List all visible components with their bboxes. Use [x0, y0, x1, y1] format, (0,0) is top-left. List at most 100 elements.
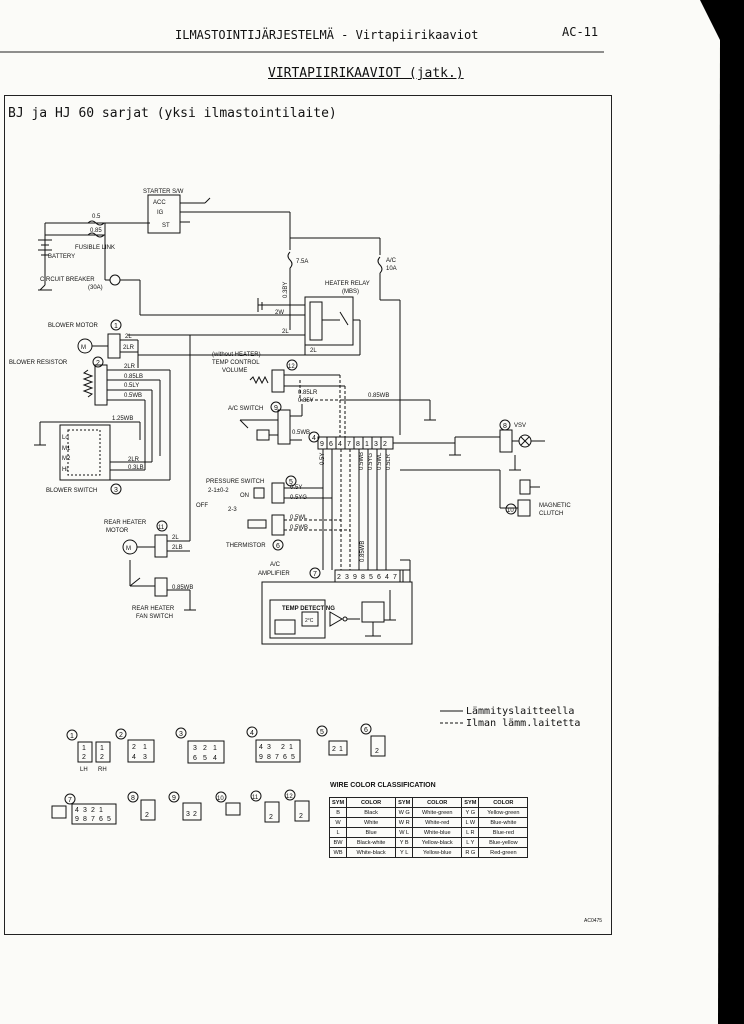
connector-pin: 7: [275, 754, 279, 761]
motor-symbol: M: [81, 345, 86, 351]
table-cell: W: [328, 817, 348, 828]
pin-number: 4: [385, 574, 389, 581]
starter-switch-label: STARTER S/W: [143, 189, 184, 195]
table-cell: Black-white: [346, 837, 397, 848]
table-cell: Y L: [395, 847, 414, 858]
wire-label: 2LR: [123, 345, 135, 351]
pin-number: 7: [393, 574, 397, 581]
chapter-title: ILMASTOINTIJÄRJESTELMÄ - Virtapiirikaavi…: [175, 28, 479, 42]
connector-pin: 9: [259, 754, 263, 761]
table-row: L Blue W L White-blue L R Blue-red: [328, 827, 529, 838]
switch-pos-label: Lo: [62, 435, 69, 441]
figure-code: AC0475: [584, 918, 602, 924]
wire-label: 2LR: [128, 457, 140, 463]
pin-number: 3: [374, 441, 378, 448]
connector-pin: 2: [281, 744, 285, 751]
connector-pin: 5: [203, 755, 207, 762]
rear-fan-switch-label: FAN SWITCH: [136, 614, 173, 620]
wire-label: 0.3LB: [128, 465, 144, 471]
connector-pin: 1: [213, 745, 217, 752]
table-header: COLOR: [478, 797, 529, 808]
pin-number: 7: [347, 441, 351, 448]
wire-label: 2LB: [172, 545, 183, 551]
table-row: B Black W G White-green Y G Yellow-green: [328, 807, 529, 818]
rear-heater-motor-label: REAR HEATER: [104, 520, 147, 526]
wire-label: 0.5Y: [320, 453, 326, 465]
wire-label: 2L: [125, 334, 132, 340]
wire-label: 0.5LR: [386, 453, 392, 470]
connector-pin: 5: [107, 816, 111, 823]
table-cell: L R: [461, 827, 480, 838]
circled-number: 12: [288, 364, 295, 370]
motor-symbol: M: [126, 546, 131, 552]
pressure-value-label: 2-1±0-2: [208, 488, 229, 494]
wire-label: 0.5YG: [290, 495, 307, 501]
pin-number: 5: [369, 574, 373, 581]
table-row: BW Black-white Y B Yellow-black L Y Blue…: [328, 837, 529, 848]
ac-amplifier-label: AMPLIFIER: [258, 571, 290, 577]
wire-label: 2L: [310, 348, 317, 354]
connector-pin: 2: [100, 754, 104, 761]
table-cell: Blue-white: [478, 817, 529, 828]
circled-number: 10: [217, 796, 224, 802]
pin-number: 4: [338, 441, 342, 448]
battery-label: BATTERY: [48, 254, 75, 260]
circled-number: 8: [503, 423, 507, 430]
wire-label: 0.5WL: [290, 515, 308, 521]
connector-pin: 8: [83, 816, 87, 823]
thermistor-label: THERMISTOR: [226, 543, 266, 549]
table-cell: Black: [346, 807, 397, 818]
pin-number: 8: [356, 441, 360, 448]
circled-number: 9: [274, 405, 278, 412]
table-header: SYM: [461, 797, 480, 808]
table-cell: Blue: [346, 827, 397, 838]
table-cell: W L: [395, 827, 414, 838]
connector-pin: 2: [82, 754, 86, 761]
wire-color-table: SYM COLOR SYM COLOR SYM COLOR B Black W …: [328, 797, 529, 858]
circled-number: 8: [131, 795, 135, 802]
pin-number: 6: [377, 574, 381, 581]
connector-pin: 3: [267, 744, 271, 751]
blower-switch-label: BLOWER SWITCH: [46, 488, 97, 494]
table-cell: WB: [328, 847, 348, 858]
blower-motor-label: BLOWER MOTOR: [48, 323, 99, 329]
off-label: OFF: [196, 503, 208, 509]
circled-number: 11: [158, 525, 165, 531]
connector-pin: 2: [332, 746, 336, 753]
connector-pin: 2: [193, 811, 197, 818]
circled-number: 5: [289, 479, 293, 486]
connector-pin: 5: [291, 754, 295, 761]
pin-number: 2: [383, 441, 387, 448]
without-heater-label: (without HEATER): [212, 352, 261, 358]
table-cell: L Y: [461, 837, 480, 848]
pin-number: 3: [345, 574, 349, 581]
table-cell: Yellow-green: [478, 807, 529, 818]
connector-pin: 1: [289, 744, 293, 751]
table-cell: White-red: [412, 817, 463, 828]
fusible-link-label: FUSIBLE LINK: [75, 245, 115, 251]
connector-pin: 2: [375, 748, 379, 755]
connector-pin: 3: [143, 754, 147, 761]
temp-control-label: TEMP CONTROL: [212, 360, 260, 366]
circled-number: 12: [286, 794, 293, 800]
on-label: ON: [240, 493, 249, 499]
connector-pin: 8: [267, 754, 271, 761]
blower-resistor-label: BLOWER RESISTOR: [9, 360, 68, 366]
temp-detecting-label: TEMP DETECTING: [282, 606, 335, 612]
switch-pos-label: Hi: [62, 467, 68, 473]
wire-label: 0.5YG: [368, 453, 374, 470]
pin-number: 9: [353, 574, 357, 581]
wire-label: 2L: [172, 535, 179, 541]
circuit-breaker-rating: (30A): [88, 285, 103, 291]
page-code: AC-11: [562, 25, 599, 39]
connector-pin: 9: [75, 816, 79, 823]
pin-number: 9: [320, 441, 324, 448]
wire-label: 0.85Y: [298, 398, 314, 404]
ig-label: IG: [157, 210, 164, 216]
circled-number: 7: [313, 571, 317, 578]
connector-pin: 1: [99, 807, 103, 814]
connector-pin: 1: [339, 746, 343, 753]
